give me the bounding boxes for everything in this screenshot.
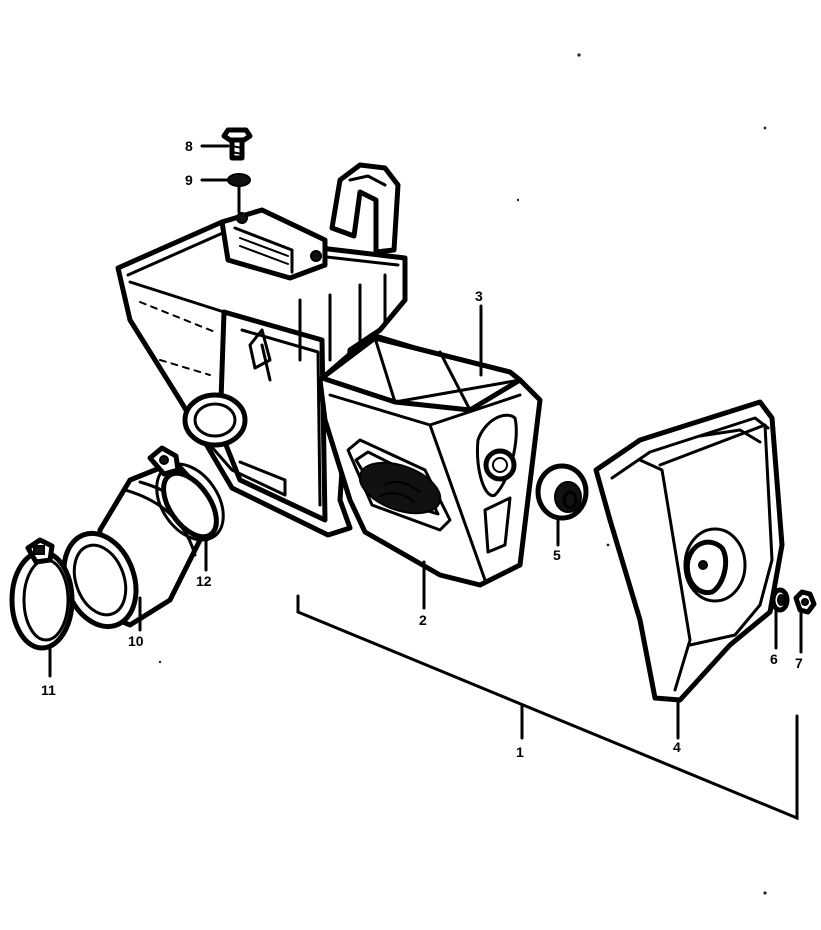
washer-part	[227, 173, 251, 214]
air-cleaner-cover	[593, 399, 785, 703]
callout-10: 10	[128, 633, 144, 649]
cover-nut-part	[793, 589, 817, 615]
callout-7: 7	[795, 655, 803, 671]
callout-6: 6	[770, 651, 778, 667]
callout-4: 4	[673, 739, 681, 755]
small-hose-clamp	[147, 445, 225, 542]
large-hose-clamp	[9, 537, 75, 651]
callout-12: 12	[196, 573, 212, 589]
leader-lines	[48, 144, 803, 740]
callout-labels: 1 2 3 4 5 6 7 8 9 10 11 12	[41, 138, 803, 760]
callout-2: 2	[419, 612, 427, 628]
cover-washer-part	[770, 587, 790, 613]
air-cleaner-case	[115, 162, 408, 538]
callout-3: 3	[475, 288, 483, 304]
foam-filter-element	[319, 335, 523, 413]
callout-11: 11	[41, 682, 56, 698]
callout-1: 1	[516, 744, 524, 760]
print-specks	[158, 53, 767, 895]
assembly-bracket	[296, 594, 799, 821]
grommet-part	[535, 463, 589, 521]
bolt-part	[221, 127, 253, 161]
callout-9: 9	[185, 172, 193, 188]
callout-8: 8	[185, 138, 193, 154]
intake-boot-part	[61, 459, 219, 630]
callout-5: 5	[553, 547, 561, 563]
